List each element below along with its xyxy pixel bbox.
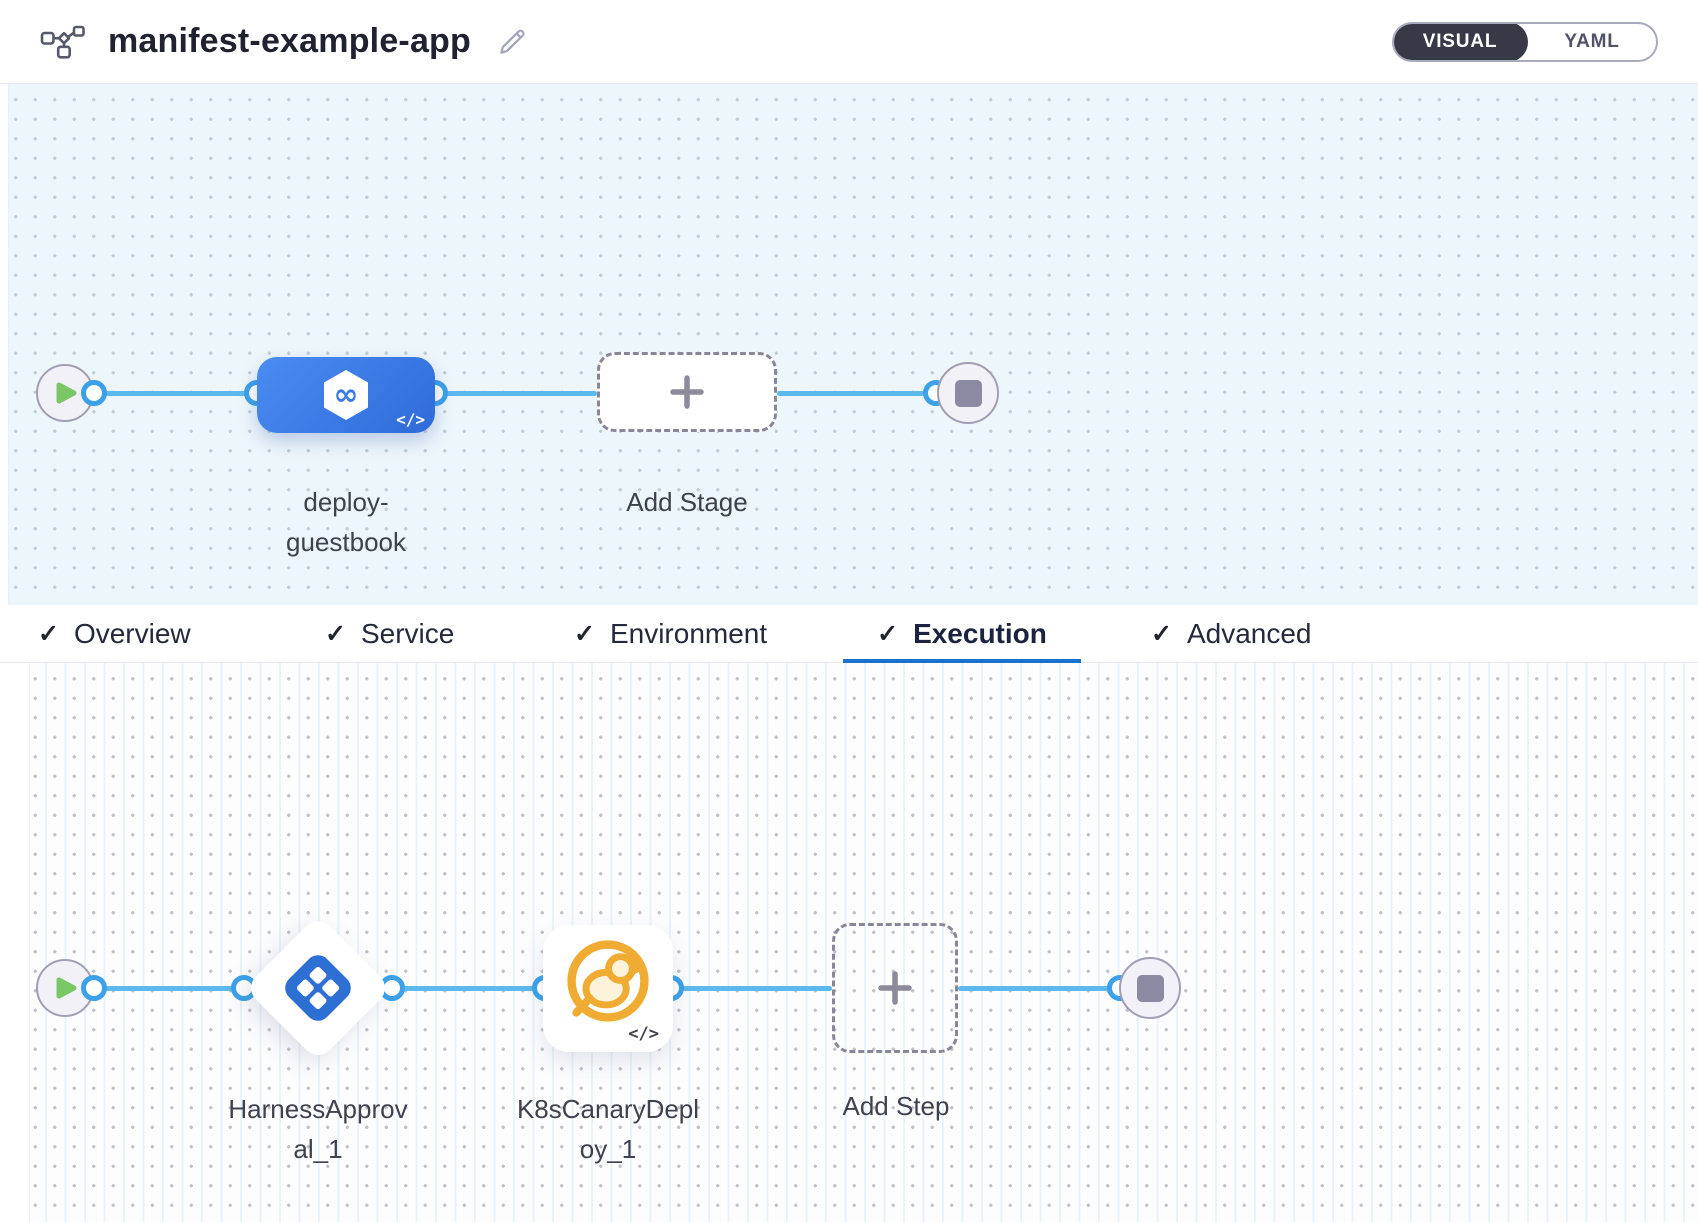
execution-canvas: </> HarnessApprov al_1 K8sCanaryDepl oy_… <box>0 663 1698 1222</box>
tab-advanced[interactable]: ✓ Advanced <box>1151 617 1312 649</box>
check-icon: ✓ <box>38 619 59 648</box>
yaml-toggle-button[interactable]: YAML <box>1564 30 1620 52</box>
visual-toggle-button[interactable]: VISUAL <box>1394 23 1528 60</box>
stage-node-deploy-guestbook[interactable]: ∞ </> <box>257 357 435 433</box>
play-icon <box>56 977 76 999</box>
harness-approval-icon <box>275 945 361 1031</box>
check-icon: ✓ <box>325 619 346 648</box>
pipeline-icon <box>40 24 86 59</box>
tab-service[interactable]: ✓ Service <box>325 617 455 649</box>
plus-icon <box>878 971 912 1005</box>
svg-text:∞: ∞ <box>334 378 359 413</box>
step-name-label: HarnessApprov al_1 <box>228 1094 408 1164</box>
stop-icon <box>1136 974 1164 1002</box>
tab-overview[interactable]: ✓ Overview <box>38 617 191 649</box>
connection-port[interactable] <box>81 975 107 1001</box>
check-icon: ✓ <box>877 619 899 648</box>
add-step-label: Add Step <box>842 1091 950 1121</box>
active-tab-underline <box>843 659 1081 663</box>
page-title: manifest-example-app <box>108 22 471 60</box>
connection-port[interactable] <box>81 380 107 406</box>
add-step-button[interactable] <box>832 923 958 1053</box>
add-stage-button[interactable] <box>597 352 777 432</box>
connector-line <box>94 985 244 991</box>
add-stage-label: Add Stage <box>626 487 748 517</box>
code-badge: </> <box>628 1024 659 1044</box>
canvas-left-strip <box>0 84 9 605</box>
pipeline-end-node <box>937 362 999 424</box>
view-toggle: VISUAL YAML <box>1392 21 1658 62</box>
tab-execution[interactable]: ✓ Execution <box>843 605 1081 663</box>
tab-environment[interactable]: ✓ Environment <box>574 617 768 649</box>
header: manifest-example-app VISUAL YAML <box>0 0 1698 84</box>
plus-icon <box>670 375 704 409</box>
check-icon: ✓ <box>574 619 595 648</box>
canary-bird-icon <box>567 940 649 1022</box>
edit-pencil-icon[interactable] <box>495 25 529 59</box>
canvas-left-strip <box>0 663 30 1222</box>
stop-icon <box>954 379 982 407</box>
check-icon: ✓ <box>1151 619 1172 648</box>
code-badge: </> <box>396 410 425 429</box>
stage-canvas: ∞ </> deploy- guestbook Add Stage <box>0 84 1698 605</box>
connector-line <box>671 985 832 991</box>
stage-name-label: deploy- guestbook <box>286 487 406 557</box>
connector-line <box>958 985 1120 991</box>
connector-line <box>94 390 257 396</box>
deployment-stage-icon: ∞ <box>324 370 368 420</box>
execution-end-node <box>1119 957 1181 1019</box>
connector-line <box>392 985 545 991</box>
play-icon <box>56 382 76 404</box>
connector-line <box>435 390 597 396</box>
step-node-k8s-canary-deploy[interactable]: </> <box>543 925 673 1052</box>
stage-config-tabs: ✓ Overview ✓ Service ✓ Environment ✓ Exe… <box>0 605 1698 663</box>
step-name-label: K8sCanaryDepl oy_1 <box>516 1094 700 1164</box>
connector-line <box>777 390 937 396</box>
